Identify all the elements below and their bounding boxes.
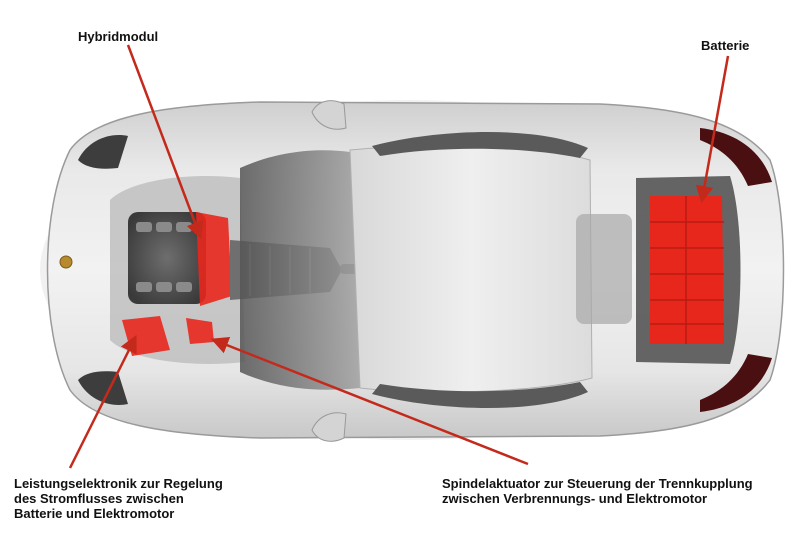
side-window-bottom	[372, 382, 588, 408]
left-mirror	[311, 100, 347, 130]
battery	[650, 196, 724, 344]
brand-badge-icon	[59, 255, 73, 269]
battery-cells	[650, 196, 724, 344]
right-mirror	[311, 412, 347, 442]
roof	[349, 145, 593, 393]
label-spindelaktuator-line-1: Spindelaktuator zur Steuerung der Trennk…	[442, 476, 753, 491]
engine-block	[128, 212, 206, 304]
front-headlight-top	[78, 135, 128, 169]
label-leistungselektronik-line-3: Batterie und Elektromotor	[14, 506, 175, 521]
arrow-batterie	[695, 55, 730, 204]
arrow-hybridmodul	[126, 44, 204, 240]
label-batterie: Batterie	[701, 38, 750, 53]
hybrid-module	[196, 212, 232, 306]
spindle-actuator	[186, 318, 214, 344]
label-leistungselektronik-line-2: des Stromflusses zwischen	[14, 491, 184, 506]
arrow-spindelaktuator	[210, 337, 529, 466]
rear-axle	[576, 214, 632, 324]
arrow-leistungselektronik	[68, 334, 137, 469]
tail-light-top	[700, 128, 772, 186]
label-leistungselektronik: Leistungselektronik zur Regelung des Str…	[14, 476, 223, 521]
side-window-top	[372, 132, 588, 158]
windshield	[240, 150, 360, 390]
label-hybridmodul: Hybridmodul	[78, 29, 159, 44]
tail-light-bottom	[700, 354, 772, 412]
label-leistungselektronik-line-1: Leistungselektronik zur Regelung	[14, 476, 223, 491]
label-spindelaktuator: Spindelaktuator zur Steuerung der Trennk…	[442, 476, 753, 506]
label-spindelaktuator-line-2: zwischen Verbrennungs- und Elektromotor	[442, 491, 708, 506]
